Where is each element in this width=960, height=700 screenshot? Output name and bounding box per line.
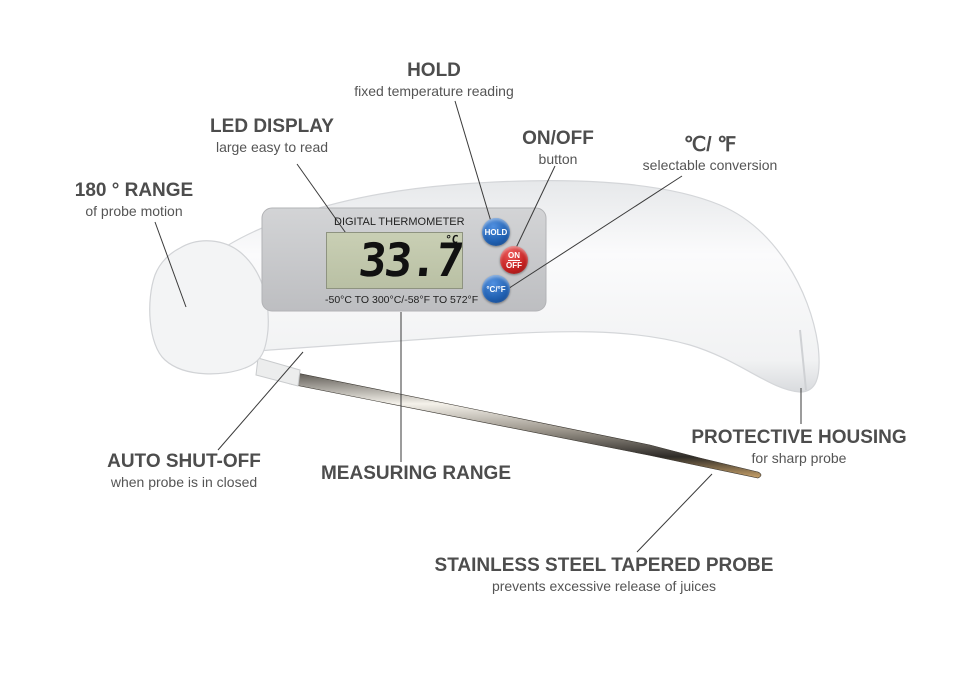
callout-led-display: LED DISPLAY large easy to read <box>210 116 334 155</box>
temperature-unit: °C <box>444 233 459 246</box>
power-off-label: OFF <box>506 260 522 270</box>
callout-range-180: 180 ° RANGE of probe motion <box>74 180 194 219</box>
callout-measuring-range: MEASURING RANGE <box>320 463 511 484</box>
callout-probe: STAINLESS STEEL TAPERED PROBE prevents e… <box>434 555 774 594</box>
panel-range-text: -50°C TO 300°C/-58°F TO 572°F <box>325 294 479 306</box>
probe-collar <box>255 357 301 387</box>
callout-auto-shut-off: AUTO SHUT-OFF when probe is in closed <box>107 451 261 490</box>
callout-protective-housing: PROTECTIVE HOUSING for sharp probe <box>691 427 907 466</box>
hold-button[interactable]: HOLD <box>482 218 510 246</box>
lcd-display: 33.7 °C <box>326 232 465 289</box>
callout-hold: HOLD fixed temperature reading <box>354 60 514 99</box>
leader-lines <box>154 100 802 553</box>
hold-button-label: HOLD <box>484 227 508 237</box>
callout-on-off: ON/OFF button <box>522 128 594 167</box>
unit-toggle-button[interactable]: °C/°F <box>482 275 510 303</box>
power-on-label: ON <box>508 250 520 261</box>
panel-title: DIGITAL THERMOMETER <box>334 216 465 228</box>
power-button[interactable]: ON OFF <box>500 246 528 274</box>
callout-unit-conversion: ℃/ ℉ selectable conversion <box>642 134 778 173</box>
unit-toggle-label: °C/°F <box>486 284 506 294</box>
probe-shaft <box>289 371 762 479</box>
hinge-disc <box>149 240 269 375</box>
